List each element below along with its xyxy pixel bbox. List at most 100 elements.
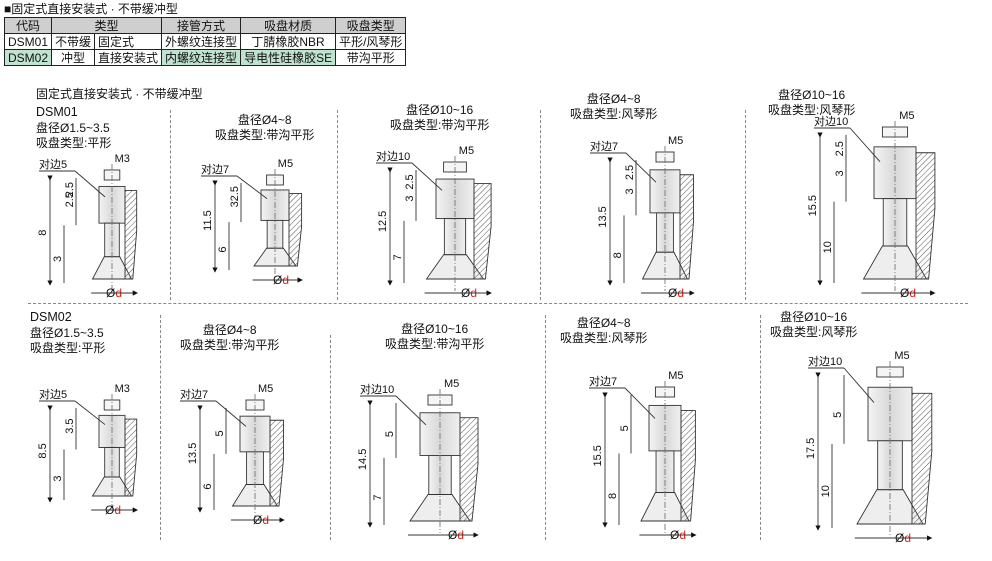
- cup-diameter-label: 盘径Ø4~8: [202, 323, 257, 337]
- thread-label: M5: [668, 135, 683, 147]
- leader-line: [624, 387, 656, 419]
- dimension-label: 2.5: [229, 186, 241, 201]
- hex-size-label: 对边10: [814, 114, 848, 128]
- cup-type-label: 吸盘类型:带沟平形: [390, 118, 490, 132]
- cell-material: 导电性硅橡胶SE: [240, 49, 337, 66]
- dimension-label: 5: [832, 412, 844, 418]
- section-hatch: [680, 410, 696, 522]
- dimension-label: 2.5: [404, 174, 416, 189]
- col-mount: 接管方式: [161, 17, 242, 34]
- stem: [104, 222, 120, 258]
- figure-caption: 盘径Ø1.5~3.5 吸盘类型:平形: [36, 121, 111, 151]
- cup-type-label: 吸盘类型:风琴形: [770, 325, 858, 339]
- dimension-label: 2.5: [624, 165, 636, 180]
- section-hatch: [915, 152, 936, 280]
- dimension-label: 5: [214, 430, 226, 436]
- dimension-label: 3.5: [64, 418, 76, 433]
- dimension-label: 3: [834, 170, 846, 176]
- dimension-label: 2.5: [834, 141, 846, 156]
- column-divider: [745, 110, 746, 300]
- hex-size-label: 对边7: [589, 374, 617, 388]
- leader-line: [625, 152, 657, 183]
- thread-label: M3: [115, 153, 130, 165]
- section-hatch: [679, 174, 694, 280]
- cell-mount: 内螺纹连接型: [161, 49, 242, 66]
- thread-label: M5: [894, 350, 909, 362]
- dimension-label: 3: [52, 475, 64, 481]
- figure-caption: 盘径Ø4~8 吸盘类型:风琴形: [560, 316, 647, 346]
- dimension-label: 7: [392, 254, 404, 260]
- cell-code: DSM01: [3, 33, 53, 50]
- section-hatch: [124, 190, 138, 280]
- section-hatch: [124, 418, 138, 497]
- figure-caption: 盘径Ø10~16 吸盘类型:风琴形: [770, 310, 857, 340]
- dimension-label: 6: [202, 483, 214, 489]
- dimension-label: 6: [217, 246, 229, 252]
- thread-label: M5: [258, 383, 273, 395]
- cell-mount: 外螺纹连接型: [161, 33, 242, 50]
- col-cup: 吸盘类型: [335, 17, 407, 34]
- cup-diameter-label: 盘径Ø1.5~3.5: [30, 326, 104, 340]
- thread-label: M5: [899, 110, 914, 122]
- cup-type-label: 吸盘类型:平形: [30, 341, 106, 355]
- spec-header-row: 代码 类型 接管方式 吸盘材质 吸盘类型: [3, 17, 407, 34]
- row-code-dsm01: DSM01: [36, 105, 78, 119]
- dimension-label: 13.5: [597, 206, 609, 227]
- dimension-label: 8: [37, 230, 49, 236]
- thread-label: M5: [668, 370, 683, 382]
- column-divider: [337, 110, 338, 300]
- hex-size-label: 对边5: [39, 157, 67, 171]
- column-divider: [330, 335, 331, 540]
- cup-diameter-label: 盘径Ø4~8: [586, 92, 641, 106]
- spec-row-dsm02: DSM02 冲型 直接安装式 内螺纹连接型 导电性硅橡胶SE 带沟平形: [3, 49, 407, 66]
- section-hatch: [459, 417, 479, 522]
- spec-table-block: ■固定式直接安装式 · 不带缓冲型 代码 类型 接管方式 吸盘材质 吸盘类型 D…: [3, 2, 407, 66]
- row-code-dsm02: DSM02: [30, 310, 72, 324]
- dimension-label: 3: [229, 201, 241, 207]
- dimension-label: 17.5: [805, 438, 817, 459]
- cup-type-label: 吸盘类型:带沟平形: [180, 338, 280, 352]
- col-code: 代码: [3, 17, 53, 34]
- section-title: 固定式直接安装式 · 不带缓冲型: [36, 87, 203, 101]
- figure-caption: 盘径Ø10~16 吸盘类型:带沟平形: [385, 322, 484, 352]
- cup-diameter-label: 盘径Ø10~16: [780, 310, 848, 324]
- hex-size-label: 对边7: [590, 139, 618, 153]
- thread-label: M5: [459, 145, 474, 157]
- dimension-label: 10: [820, 485, 832, 497]
- dimension-label: 14.5: [357, 449, 369, 470]
- dimension-label: 11.5: [202, 210, 214, 231]
- hex-size-label: 对边10: [360, 382, 394, 396]
- cell-cup: 带沟平形: [335, 49, 407, 66]
- leader-line: [236, 175, 268, 200]
- thread-label: M5: [278, 158, 293, 170]
- figure-caption: 盘径Ø4~8 吸盘类型:风琴形: [570, 92, 657, 122]
- dimension-label: 10: [822, 241, 834, 253]
- cell-type-a: 不带缓: [51, 33, 96, 50]
- cup-diameter-label: 盘径Ø10~16: [778, 88, 846, 102]
- cup-diameter-label: 盘径Ø10~16: [406, 103, 474, 117]
- cup-diameter-label: 盘径Ø1.5~3.5: [36, 121, 110, 135]
- cell-code: DSM02: [3, 49, 53, 66]
- dimension-label: 12.5: [377, 211, 389, 232]
- cell-type-a: 冲型: [51, 49, 96, 66]
- column-divider: [760, 315, 761, 540]
- dimension-label: 15.5: [807, 195, 819, 216]
- leader-line: [74, 400, 106, 425]
- hex-size-label: 对边10: [376, 149, 410, 163]
- cup-type-label: 吸盘类型:带沟平形: [385, 337, 485, 351]
- hex-size-label: 对边7: [201, 162, 229, 176]
- dimension-label: 3: [404, 196, 416, 202]
- leader-line: [843, 367, 875, 403]
- thread-label: M3: [115, 383, 130, 395]
- cup-type-label: 吸盘类型:风琴形: [570, 107, 658, 121]
- figure-caption: 盘径Ø10~16 吸盘类型:带沟平形: [390, 103, 489, 133]
- spec-table: 代码 类型 接管方式 吸盘材质 吸盘类型 DSM01 不带缓 固定式 外螺纹连接…: [3, 17, 407, 66]
- hex-size-label: 对边10: [808, 354, 842, 368]
- section-hatch: [473, 183, 492, 280]
- column-divider: [540, 110, 541, 300]
- figure-caption: 盘径Ø1.5~3.5 吸盘类型:平形: [30, 326, 105, 356]
- dimension-label: 2.5: [64, 192, 76, 207]
- section-hatch: [288, 192, 303, 267]
- figure-caption: 盘径Ø10~16 吸盘类型:风琴形: [768, 88, 855, 118]
